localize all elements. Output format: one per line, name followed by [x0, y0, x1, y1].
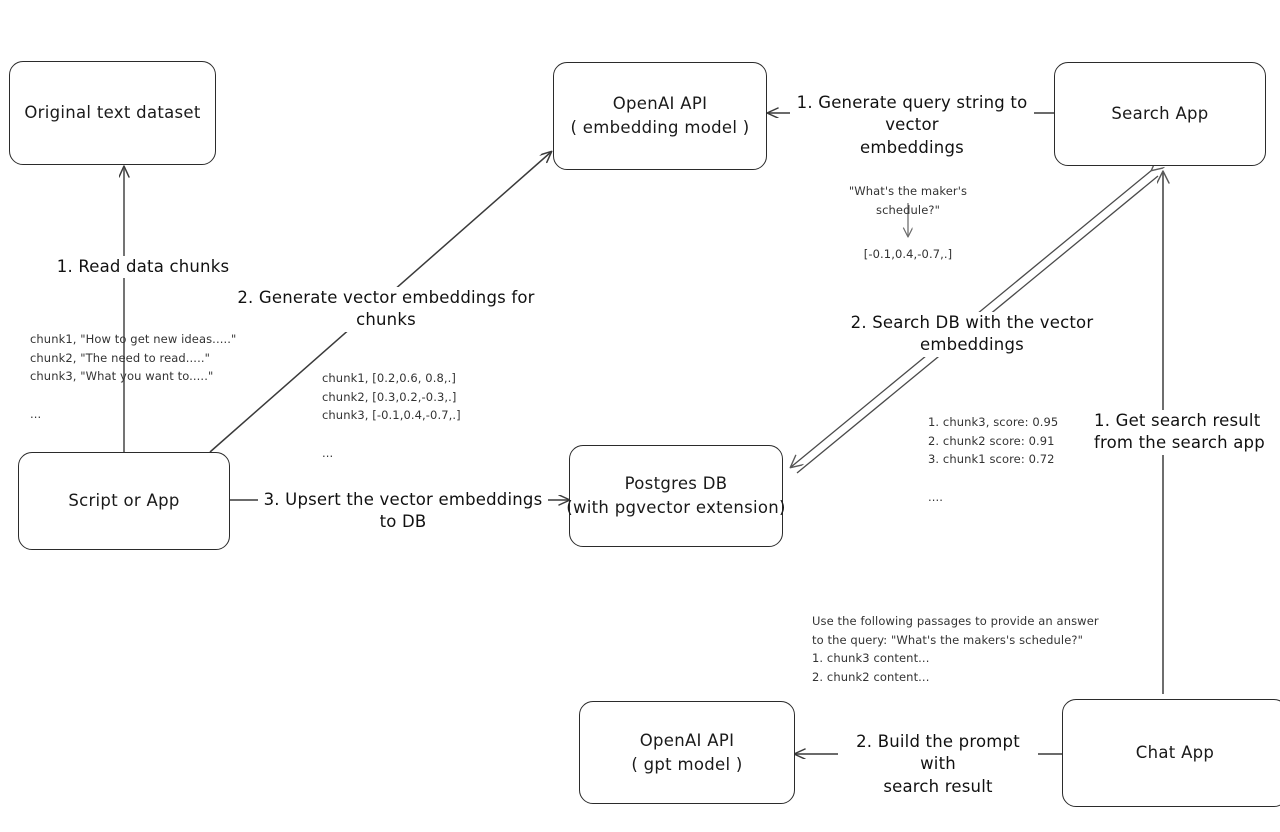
node-original-text-dataset[interactable]: Original text dataset: [9, 61, 216, 165]
note-search-results: 1. chunk3, score: 0.95 2. chunk2 score: …: [928, 415, 1059, 504]
node-label-line2: (with pgvector extension): [566, 498, 786, 517]
node-label: Original text dataset: [24, 103, 201, 123]
node-label-line2: ( gpt model ): [631, 754, 743, 774]
note-prompt-text: Use the following passages to provide an…: [812, 614, 1099, 684]
node-label-line1: OpenAI API: [639, 730, 735, 750]
edge-label-get-search-result: 1. Get search result from the search app: [1094, 410, 1278, 455]
node-openai-api-embedding-model[interactable]: OpenAI API ( embedding model ): [553, 62, 767, 170]
edge-label-search-db: 2. Search DB with the vector embeddings: [822, 312, 1122, 357]
node-chat-app[interactable]: Chat App: [1062, 699, 1280, 807]
node-label-line2: ( embedding model ): [570, 118, 750, 137]
node-label: Chat App: [1135, 743, 1215, 763]
node-label-line1: OpenAI API: [612, 94, 708, 114]
note-query-vector: [-0.1,0.4,-0.7,.]: [863, 247, 953, 261]
node-label: Script or App: [68, 491, 180, 511]
edge-label-generate-vector-embeddings: 2. Generate vector embeddings for chunks: [236, 287, 536, 332]
edge-label-generate-query-string: 1. Generate query string to vector embed…: [790, 92, 1034, 159]
note-raw-chunks: chunk1, "How to get new ideas....." chun…: [30, 332, 237, 421]
node-label: Search App: [1111, 104, 1209, 124]
note-query-string: "What's the maker's schedule?": [848, 184, 968, 217]
node-postgres-db[interactable]: Postgres DB (with pgvector extension): [566, 445, 786, 547]
node-search-app[interactable]: Search App: [1054, 62, 1266, 166]
edge-label-read-data-chunks: 1. Read data chunks: [48, 256, 238, 279]
edge-label-build-prompt: 2. Build the prompt with search result: [838, 731, 1038, 798]
note-embedded-chunks: chunk1, [0.2,0.6, 0.8,.] chunk2, [0.3,0.…: [322, 371, 461, 460]
node-openai-api-gpt-model[interactable]: OpenAI API ( gpt model ): [579, 701, 795, 804]
edge-label-upsert-to-db: 3. Upsert the vector embeddings to DB: [258, 489, 548, 534]
node-label-line1: Postgres DB: [624, 474, 728, 494]
node-script-or-app[interactable]: Script or App: [18, 452, 230, 550]
